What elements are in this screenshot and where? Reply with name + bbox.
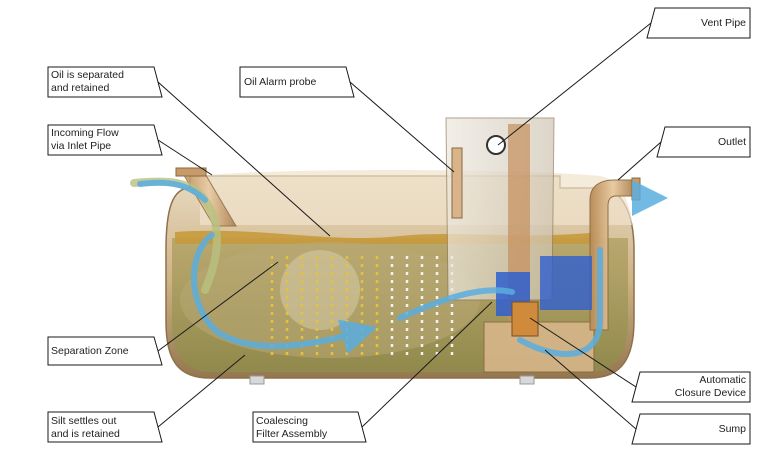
label-outlet: Outlet [717,136,746,148]
flow-arrow-icon [137,179,668,357]
oil-alarm-probe [451,147,463,219]
vent-opening [486,135,506,155]
label-sump: Sump [718,423,746,435]
callout-lines [47,7,751,445]
label-vent-pipe: Vent Pipe [701,17,746,29]
coalescing-filter [496,256,592,337]
closure-device [511,301,539,337]
label-separation-zone: Separation Zone [51,345,129,357]
label-oil-alarm-probe: Oil Alarm probe [244,76,317,88]
